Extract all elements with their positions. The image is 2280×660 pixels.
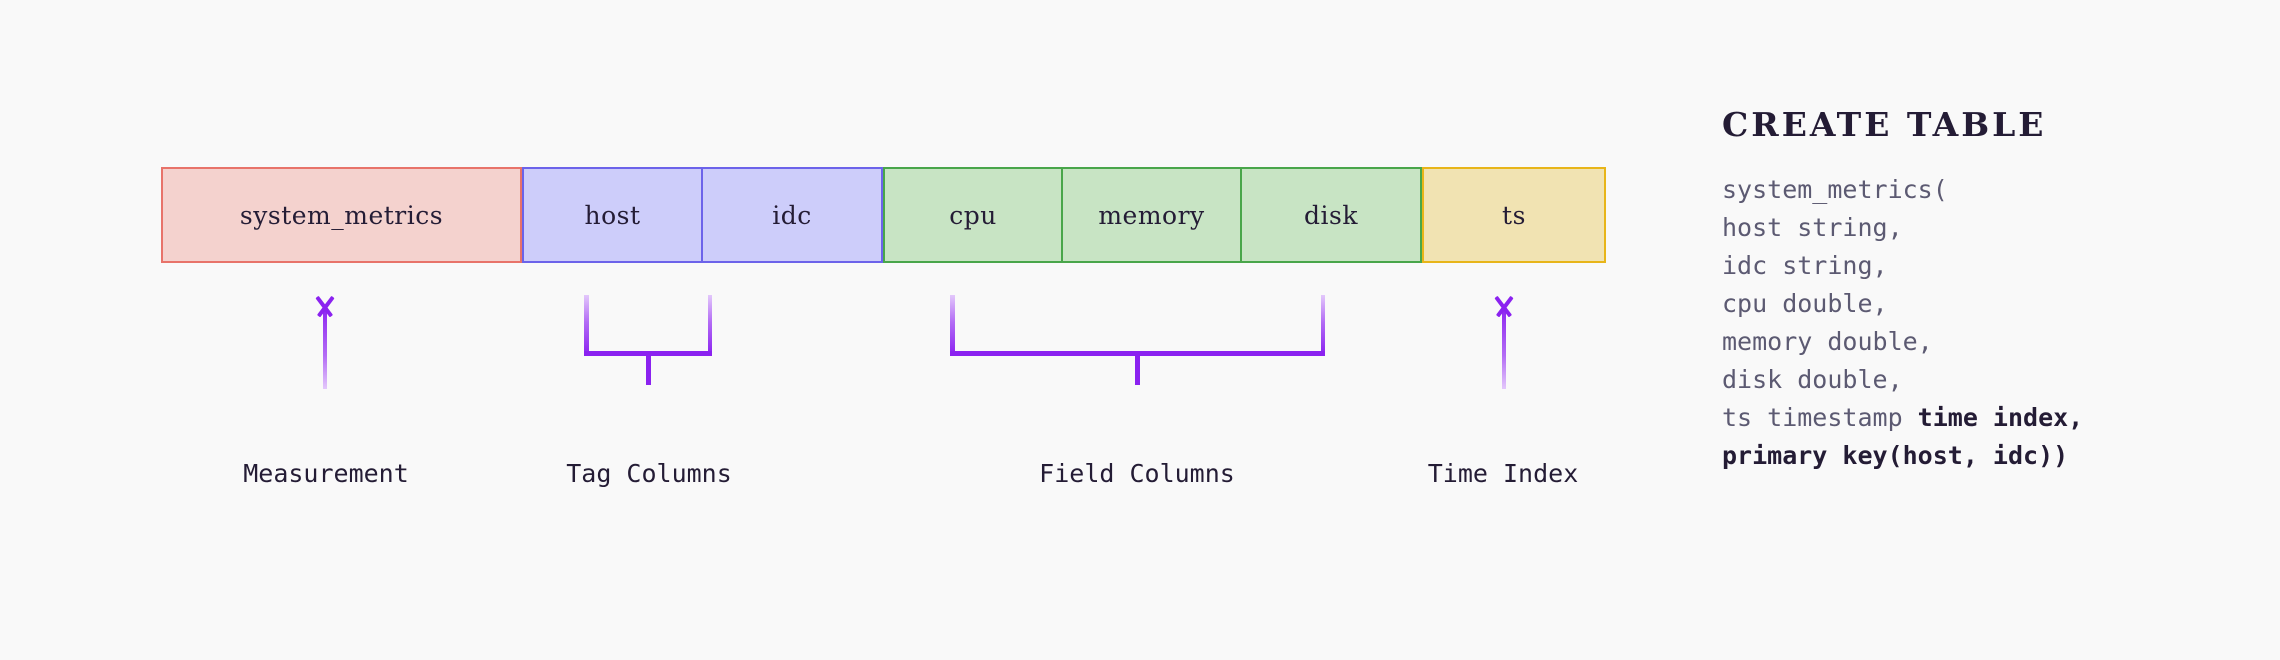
arrow-head: [1491, 295, 1517, 319]
group-field-columns[interactable]: cpu memory disk: [883, 167, 1422, 263]
sql-keyword: primary key(host, idc)): [1722, 441, 2069, 470]
sql-panel: CREATE TABLE system_metrics( host string…: [1722, 105, 2083, 475]
group-time-index[interactable]: ts: [1422, 167, 1606, 263]
sql-keyword: time index,: [1917, 403, 2084, 432]
group-tag-columns[interactable]: host idc: [522, 167, 883, 263]
bracket-arm-left: [950, 295, 955, 355]
column-ts[interactable]: ts: [1502, 200, 1526, 230]
bracket-stem: [646, 355, 651, 385]
column-host[interactable]: host: [584, 200, 641, 230]
bracket-rail: [950, 351, 1325, 356]
caption-time-index: Time Index: [1427, 459, 1579, 488]
column-memory[interactable]: memory: [1061, 169, 1240, 261]
bracket-icon-tag-columns: [584, 295, 712, 385]
sql-title: CREATE TABLE: [1722, 105, 2047, 144]
arrow-up-icon-time-index: [1491, 295, 1517, 389]
arrow-head: [312, 295, 338, 319]
column-idc[interactable]: idc: [701, 169, 881, 261]
bracket-rail: [584, 351, 712, 356]
arrow-up-icon-measurement: [312, 295, 338, 389]
arrow-shaft: [1502, 305, 1506, 389]
bracket-icon-field-columns: [950, 295, 1325, 385]
caption-tag-columns: Tag Columns: [566, 459, 732, 488]
caption-measurement: Measurement: [243, 459, 409, 488]
bracket-arm-right: [707, 295, 712, 355]
schema-strip: system_metrics host idc cpu memory disk …: [161, 167, 1606, 263]
group-measurement[interactable]: system_metrics: [161, 167, 522, 263]
arrow-shaft: [323, 305, 327, 389]
caption-field-columns: Field Columns: [1039, 459, 1235, 488]
bracket-arm-right: [1320, 295, 1325, 355]
bracket-stem: [1135, 355, 1140, 385]
bracket-arm-left: [584, 295, 589, 355]
column-disk[interactable]: disk: [1240, 169, 1420, 261]
column-cpu[interactable]: cpu: [949, 200, 997, 230]
sql-statement[interactable]: system_metrics( host string, idc string,…: [1722, 175, 2084, 470]
column-system-metrics[interactable]: system_metrics: [239, 200, 444, 230]
